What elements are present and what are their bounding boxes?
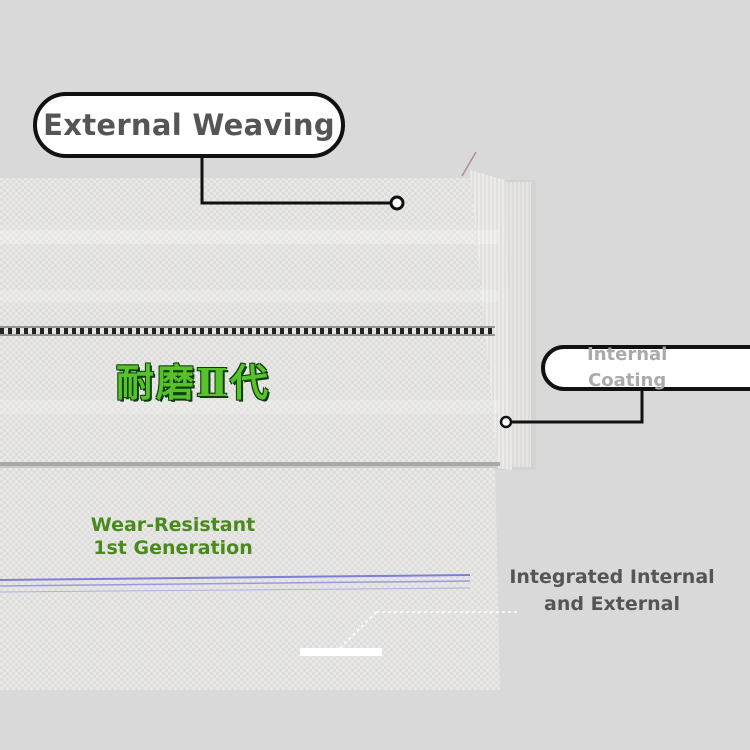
wear-resistant-line2: 1st Generation xyxy=(93,537,253,559)
integrated-line2: and External xyxy=(544,593,680,615)
integrated-marker-bar xyxy=(300,648,382,656)
internal-coating-line2: Coating xyxy=(588,370,667,391)
black-stitch-line xyxy=(0,328,495,334)
internal-coating-label: Internal Coating xyxy=(541,342,750,394)
external-weaving-leader-line xyxy=(200,158,396,205)
wear-resistant-line1: Wear-Resistant xyxy=(90,514,256,536)
chinese-product-name: 耐磨Ⅱ代 xyxy=(116,360,271,405)
external-weaving-label: External Weaving xyxy=(33,92,345,158)
internal-coating-pointer-dot xyxy=(499,415,513,429)
integrated-label: Integrated Internal and External xyxy=(500,564,724,618)
wear-resistant-label: Wear-Resistant 1st Generation xyxy=(84,514,262,560)
integrated-leader-line xyxy=(339,611,377,649)
integrated-line1: Integrated Internal xyxy=(509,566,715,588)
external-weaving-pointer-dot xyxy=(389,195,405,211)
fabric-fringe xyxy=(470,170,512,470)
bottom-fabric-layer xyxy=(0,462,500,690)
blue-stitch-line xyxy=(0,574,471,581)
external-weaving-text: External Weaving xyxy=(43,108,335,142)
internal-coating-line1: Internal xyxy=(587,344,668,365)
internal-coating-text: Internal Coating xyxy=(587,342,667,394)
internal-coating-leader-line xyxy=(508,390,644,424)
top-fabric-layer xyxy=(0,178,500,465)
